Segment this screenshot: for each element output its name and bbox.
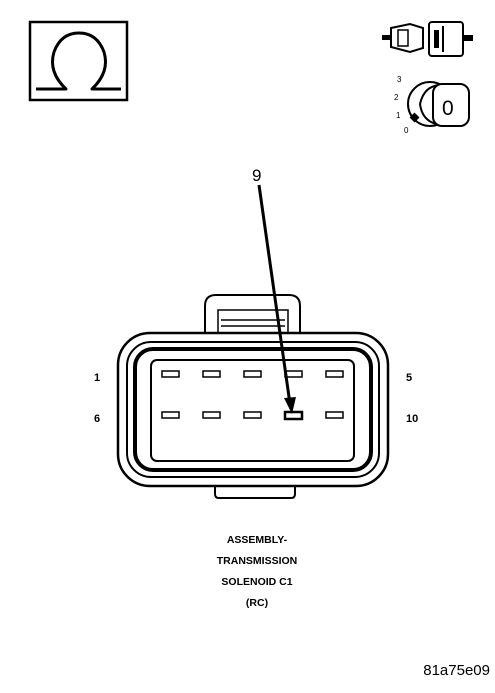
pin-label-1: 1 — [94, 372, 100, 384]
pin-cavity-3 — [243, 370, 262, 378]
pin-cavity-7 — [202, 411, 221, 419]
pin-cavity-5 — [325, 370, 344, 378]
pin-cavities — [161, 370, 344, 421]
callout-label: 9 — [252, 166, 261, 185]
caption-line: TRANSMISSION — [216, 555, 298, 567]
caption-line: SOLENOID C1 — [221, 576, 293, 588]
pin-label-5: 5 — [406, 372, 412, 384]
ignition-position-1: 1 — [396, 111, 401, 120]
connector-body — [116, 294, 390, 499]
pin-label-6: 6 — [94, 413, 100, 425]
pin-cavity-8 — [243, 411, 262, 419]
pin-label-10: 10 — [406, 413, 418, 425]
ignition-switch-icon: 3 2 1 0 0 — [394, 75, 470, 135]
ignition-key-label: 0 — [442, 97, 454, 120]
pin-cavity-6 — [161, 411, 180, 419]
ignition-position-0: 0 — [404, 126, 409, 135]
ohmmeter-icon — [28, 20, 129, 102]
callout-arrow — [257, 184, 296, 414]
pin-cavity-1 — [161, 370, 180, 378]
pin-cavity-9 — [283, 410, 304, 421]
ignition-position-2: 2 — [394, 93, 399, 102]
figure-id: 81a75e09 — [423, 662, 490, 679]
caption-line: ASSEMBLY- — [226, 534, 288, 546]
pin-cavity-2 — [202, 370, 221, 378]
disconnected-connector-icon — [382, 21, 473, 57]
caption-line: (RC) — [245, 597, 269, 609]
ignition-position-3: 3 — [397, 75, 402, 84]
pin-cavity-10 — [325, 411, 344, 419]
connector-caption: ASSEMBLY- TRANSMISSION SOLENOID C1 (RC) — [147, 530, 367, 614]
